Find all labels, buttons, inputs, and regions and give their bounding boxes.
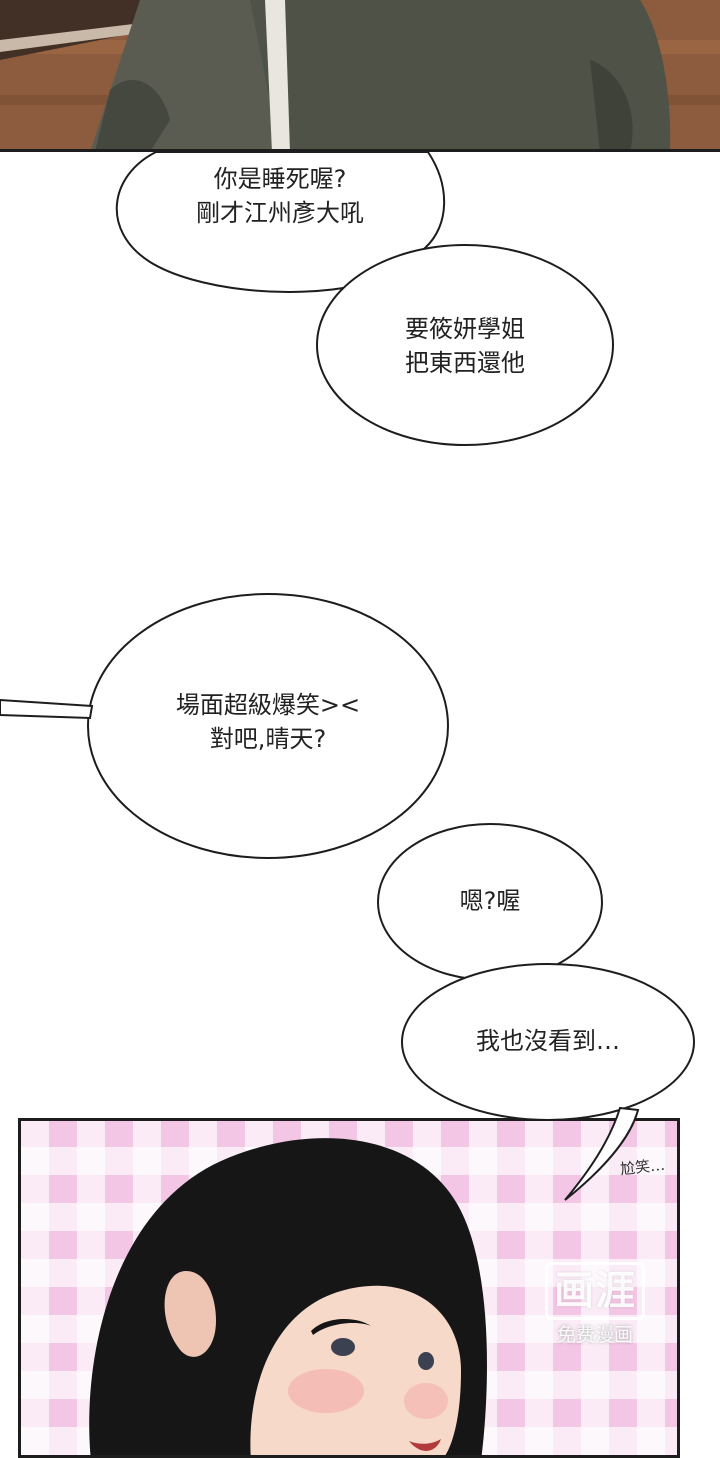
bubble-1-text: 你是睡死喔? 剛才江州彥大吼: [160, 162, 400, 230]
bubble-3-line-1: 場面超級爆笑><: [175, 691, 361, 719]
man-jacket-illustration: [0, 0, 720, 149]
top-comic-panel: [0, 0, 720, 152]
bubble-4-text: 嗯?喔: [430, 884, 550, 918]
bubble-5-text: 我也沒看到…: [440, 1024, 656, 1058]
bubble-3-line-2: 對吧,晴天?: [209, 725, 327, 753]
bubble-5-line-1: 我也沒看到…: [476, 1027, 620, 1055]
bubble-2-line-2: 把東西還他: [405, 349, 525, 377]
bubble-2-text: 要筱妍學姐 把東西還他: [362, 312, 568, 380]
watermark-caption: 免费漫画: [556, 1324, 633, 1346]
bubble-3-text: 場面超級爆笑>< 對吧,晴天?: [128, 688, 408, 756]
watermark-logo: 画涯: [545, 1262, 645, 1320]
bubble-3-tail: [0, 698, 94, 720]
bubble-1-line-2: 剛才江州彥大吼: [196, 199, 364, 227]
girl-blushing-illustration: [89, 1138, 487, 1455]
bubble-1-line-1: 你是睡死喔?: [213, 165, 347, 193]
watermark: 画涯 免费漫画: [536, 1262, 654, 1350]
bubble-4-line-1: 嗯?喔: [459, 887, 521, 915]
bubble-2-line-1: 要筱妍學姐: [405, 315, 525, 343]
